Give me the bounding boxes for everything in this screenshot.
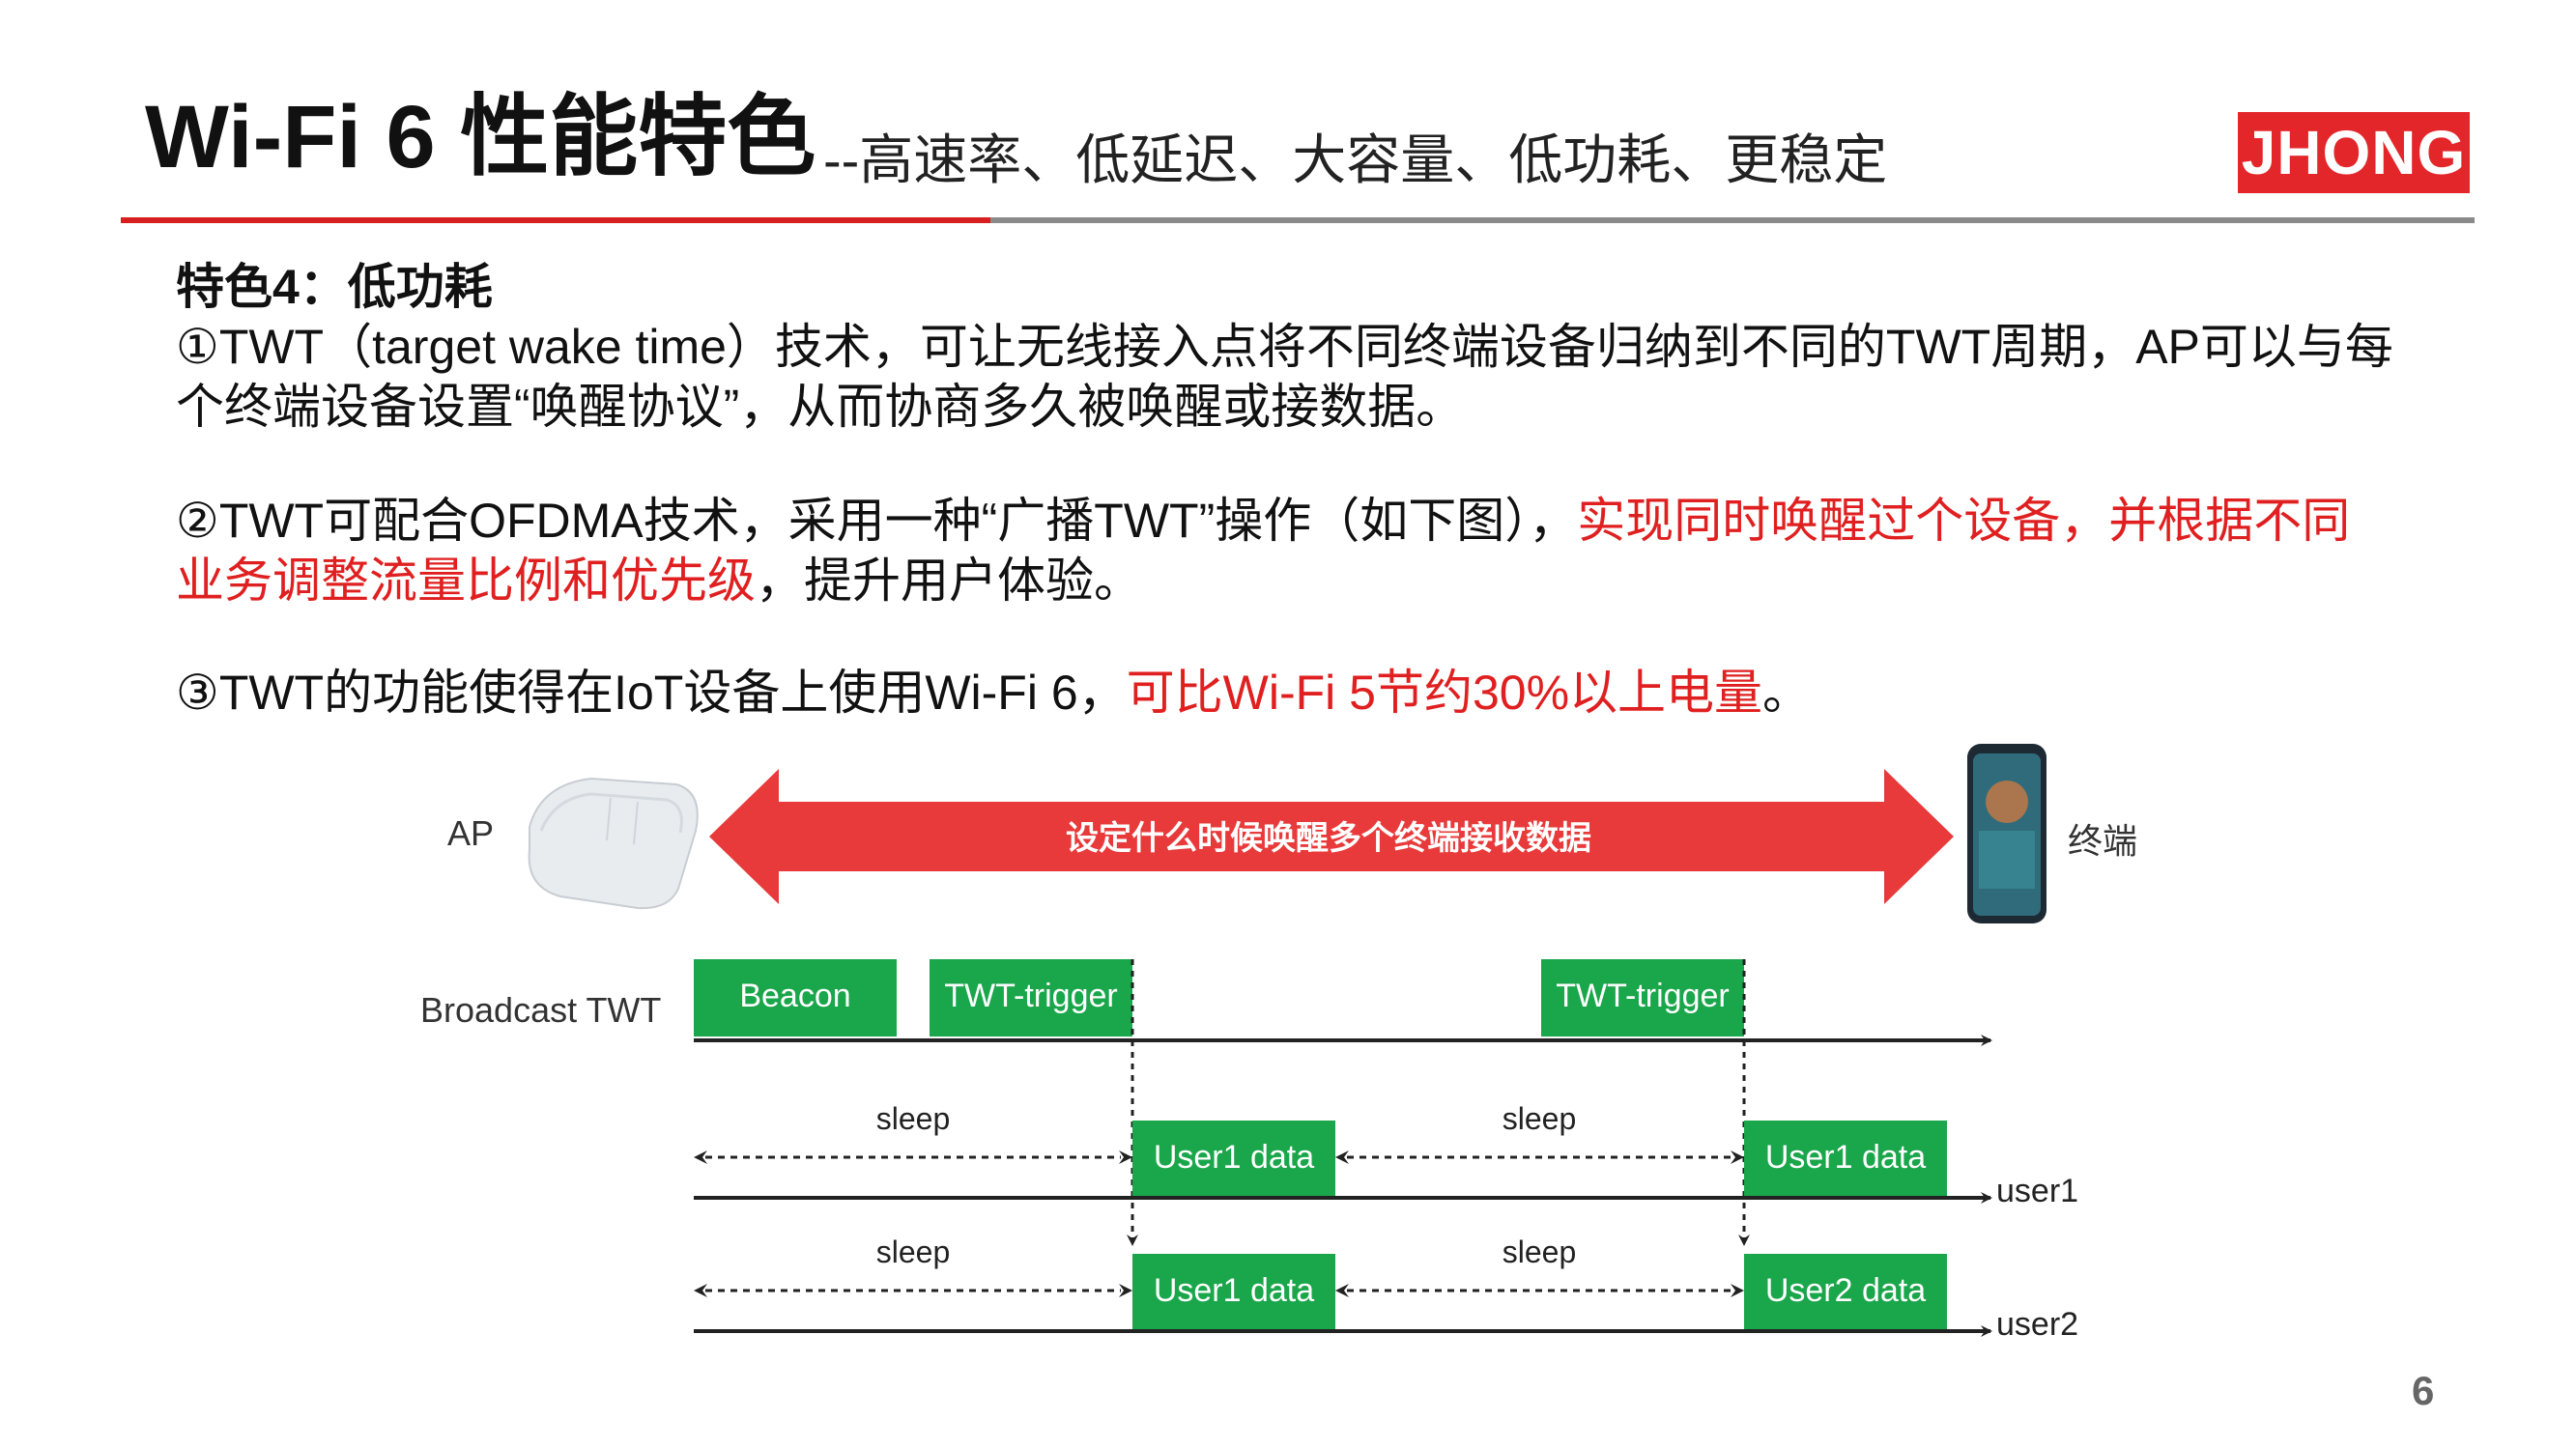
- title-rule-red: [121, 217, 990, 223]
- twt-trigger-label-2: TWT-trigger: [1556, 978, 1730, 1014]
- page-title: Wi-Fi 6 性能特色: [145, 88, 816, 186]
- paragraph-2-highlight: 实现同时唤醒过个设备，并根据不同业务调整流量比例和优先级: [176, 494, 2351, 608]
- user2-row-data-label-2: User2 data: [1764, 1272, 1927, 1309]
- user2-data-block-1: [1132, 1254, 1335, 1331]
- twt-trigger-block-2: [1541, 959, 1744, 1036]
- paragraph-3-text-a: ③TWT的功能使得在IoT设备上使用Wi-Fi 6，: [176, 666, 1127, 720]
- ap-label: AP: [447, 813, 495, 853]
- paragraph-2-text-b: ，提升用户体验。: [756, 554, 1142, 608]
- arrow-caption: 设定什么时候唤醒多个终端接收数据: [1066, 820, 1591, 857]
- paragraph-1: ①TWT（target wake time）技术，可让无线接入点将不同终端设备归…: [176, 320, 2393, 434]
- user1-data-label-2: User1 data: [1764, 1139, 1927, 1176]
- page-subtitle: --高速率、低延迟、大容量、低功耗、更稳定: [823, 129, 1888, 190]
- twt-trigger-block-1: [930, 959, 1132, 1036]
- wake-schedule-arrow: [709, 769, 1954, 904]
- brand-logo: JHONG: [2238, 112, 2470, 193]
- broadcast-twt-label: Broadcast TWT: [420, 990, 662, 1030]
- user1-data-label-1: User1 data: [1153, 1139, 1315, 1176]
- user1-data-block-1: [1132, 1121, 1335, 1198]
- user1-axis-label: user1: [1996, 1173, 2079, 1209]
- user2-row-data-label-1: User1 data: [1153, 1272, 1315, 1309]
- paragraph-3-highlight: 可比Wi-Fi 5节约30%以上电量: [1126, 666, 1763, 720]
- user2-data-block-2: [1744, 1254, 1947, 1331]
- twt-trigger-label-1: TWT-trigger: [944, 978, 1118, 1014]
- title-rule-gray: [990, 217, 2475, 223]
- page-number: 6: [2412, 1368, 2435, 1413]
- feature-heading: 特色4：低功耗: [176, 260, 493, 314]
- terminal-label: 终端: [2068, 821, 2138, 861]
- sleep-label-2: sleep: [1502, 1101, 1577, 1136]
- paragraph-3-text-b: 。: [1762, 666, 1812, 720]
- phone-icon: [1967, 744, 2046, 923]
- beacon-label: Beacon: [694, 978, 897, 1015]
- paragraph-2: ②TWT可配合OFDMA技术，采用一种“广播TWT”操作（如下图），实现同时唤醒…: [176, 491, 2398, 610]
- paragraph-2-text-a: ②TWT可配合OFDMA技术，采用一种“广播TWT”操作（如下图），: [176, 494, 1578, 548]
- user2-axis-label: user2: [1996, 1306, 2079, 1343]
- paragraph-3: ③TWT的功能使得在IoT设备上使用Wi-Fi 6，可比Wi-Fi 5节约30%…: [176, 663, 2398, 723]
- user1-data-block-2: [1744, 1121, 1947, 1198]
- sleep-label-4: sleep: [1502, 1235, 1577, 1269]
- ap-device-icon: [528, 777, 699, 910]
- sleep-label-3: sleep: [875, 1235, 951, 1269]
- sleep-label-1: sleep: [875, 1101, 951, 1136]
